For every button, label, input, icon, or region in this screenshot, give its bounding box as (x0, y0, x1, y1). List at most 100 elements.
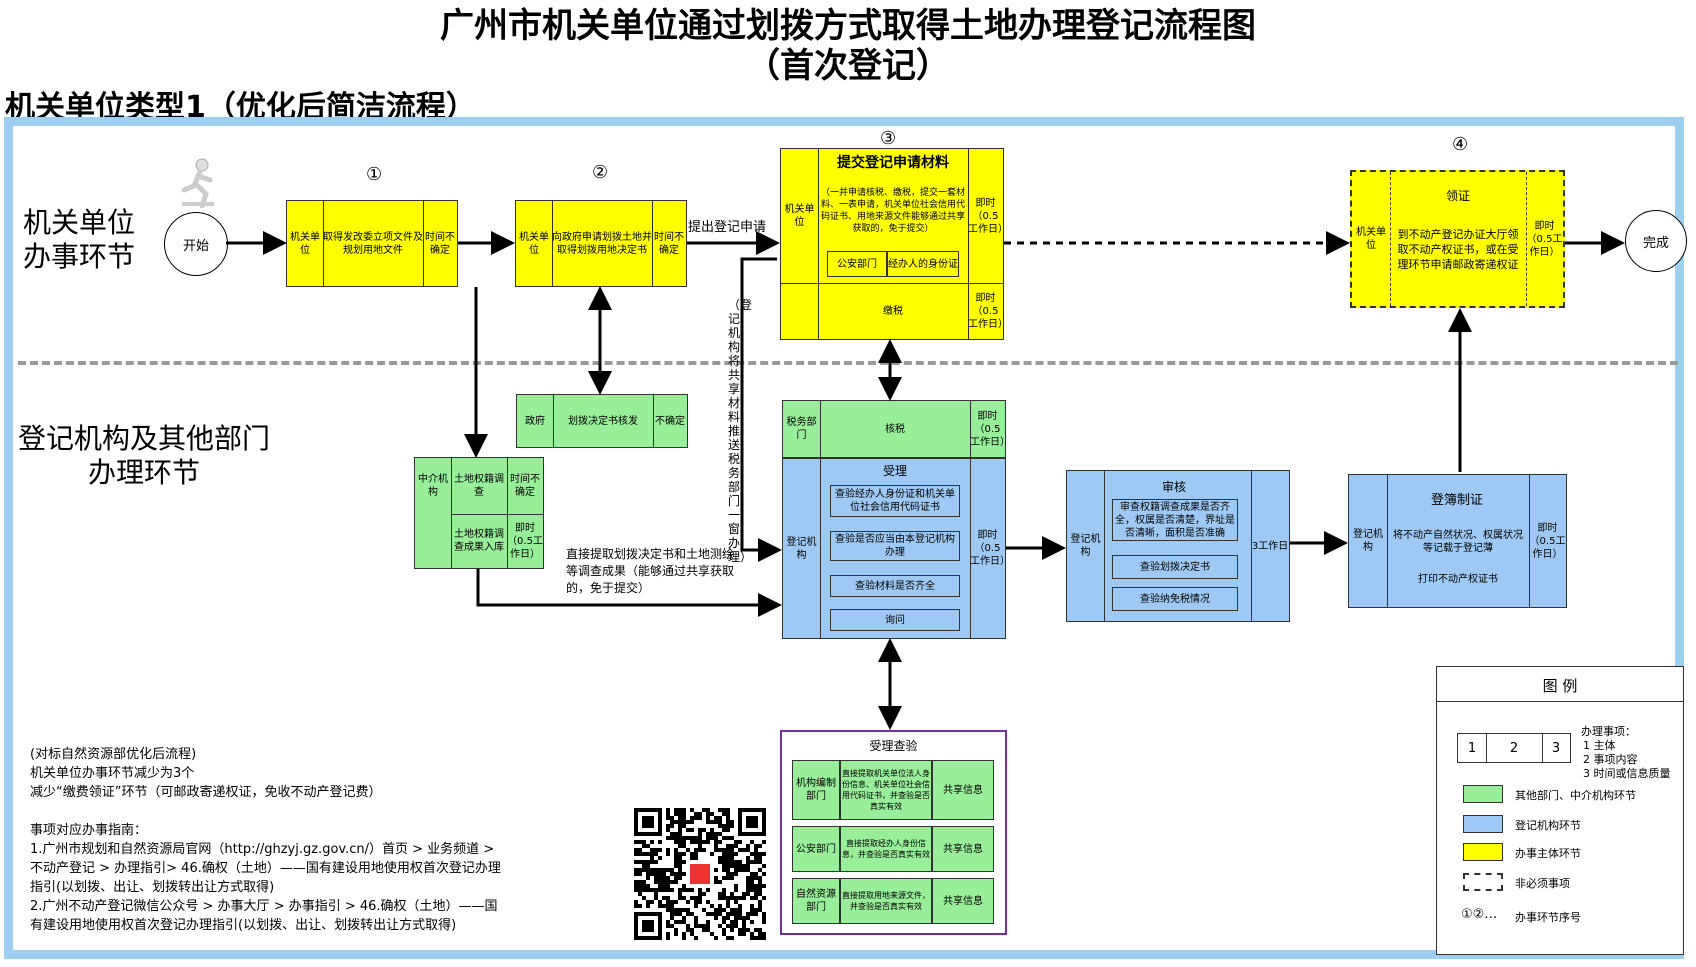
step-number-3: ③ (880, 128, 897, 149)
accept-item-4: 询问 (830, 609, 960, 631)
legend-blue-swatch (1463, 815, 1503, 833)
tax-actor: 税务部门 (786, 417, 817, 441)
legend-green-label: 其他部门、中介机构环节 (1515, 789, 1636, 802)
lane-label-top: 机关单位 办事环节 (22, 206, 135, 273)
register-title: 登簿制证 (1430, 492, 1483, 508)
verify-row-3-info: 共享信息 (932, 878, 994, 924)
accept-item-3: 查验材料是否齐全 (830, 575, 960, 597)
verify-box: 受理查验 机构编制部门 直接提取机关单位法人身份信息、机关单位社会信用代码证书，… (780, 730, 1007, 935)
step2-time: 时间不确定 (654, 231, 684, 256)
legend-sample-1: 1 (1467, 740, 1477, 756)
government-box: 政府 划拨决定书核发 不确定 (516, 394, 688, 448)
legend-sample-3: 3 (1551, 740, 1561, 756)
page-title: 广州市机关单位通过划拨方式取得土地办理登记流程图 (440, 6, 1256, 46)
step3-time2: 即时（0.5工作日） (968, 292, 1008, 330)
legend-dashed-swatch (1463, 873, 1503, 891)
step1-box: 机关单位 取得发改委立项文件及规划用地文件 时间不确定 (286, 200, 458, 287)
agent-survey-store: 土地权籍调查成果入库 (454, 529, 504, 553)
end-node: 完成 (1625, 210, 1687, 272)
note-line: 减少“缴费领证”环节（可邮政寄递权证，免收不动产登记费） (30, 785, 382, 800)
legend-title: 图 例 (1542, 677, 1578, 695)
agent-time2: 即时（0.5工作日） (507, 522, 543, 560)
step4-title: 领证 (1445, 188, 1470, 203)
direct-note: 直接提取划拨决定书和土地测绘等调查成果（能够通过共享获取的，免于提交） (566, 547, 735, 595)
review-item-1: 审查权籍调查成果是否齐全，权属是否清楚，界址是否清晰，面积是否准确 (1112, 499, 1238, 541)
verify-row-2-info: 共享信息 (932, 826, 994, 872)
legend-seq-label: 办事环节序号 (1515, 911, 1581, 924)
accept-box: 登记机构 受理 查验经办人身份证和机关单位社会信用代码证书 查验是否应当由本登记… (782, 458, 1010, 639)
legend-green-swatch (1463, 785, 1503, 803)
note-line: 机关单位办事环节减少为3个 (30, 766, 195, 781)
step2-actor: 机关单位 (519, 231, 549, 256)
note-line: 1.广州市规划和自然资源局官网（http://ghzyj.gz.gov.cn/）… (30, 842, 495, 857)
step4-content: 到不动产登记办证大厅领取不动产权证书，或在受理环节申请邮政寄递权证 (1397, 227, 1519, 271)
government-content: 划拨决定书核发 (568, 415, 638, 427)
verify-row-3-content: 直接提取用地来源文件，并查验是否真实有效 (840, 878, 932, 924)
step3-police: 公安部门 (827, 251, 887, 277)
register-box: 登记机构 登簿制证 将不动产自然状况、权属状况等记载于登记薄 打印不动产权证书 … (1348, 474, 1567, 608)
legend-optional-label: 非必须事项 (1515, 877, 1570, 890)
note-line: 事项对应办事指南： (30, 823, 148, 838)
verify-row-1-info: 共享信息 (932, 760, 994, 820)
step4-box: 机关单位 领证 到不动产登记办证大厅领取不动产权证书，或在受理环节申请邮政寄递权… (1350, 170, 1565, 308)
step-number-1: ① (366, 164, 383, 185)
step-number-4: ④ (1452, 134, 1469, 155)
accept-item-1: 查验经办人身份证和机关单位社会信用代码证书 (830, 485, 960, 517)
arrow-step3-accept (740, 257, 782, 562)
lane-label-bottom: 登记机构及其他部门 办理环节 (17, 422, 270, 489)
step3-idcard: 经办人的身份证 (887, 251, 959, 277)
note-line: 指引(以划拨、出让、划拨转出让方式取得) (30, 880, 275, 895)
review-box: 登记机构 审核 审查权籍调查成果是否齐全，权属是否清楚，界址是否清晰，面积是否准… (1066, 470, 1290, 622)
step1-content: 取得发改委立项文件及规划用地文件 (323, 231, 423, 256)
accept-title: 受理 (882, 463, 907, 478)
verify-row-2-content: 直接提取经办人身份信息，并查验是否真实有效 (840, 826, 932, 872)
note-line: 2.广州不动产登记微信公众号 > 办事大厅 > 办事指引 > 46.确权（土地）… (30, 899, 498, 914)
verify-row-2-dept: 公安部门 (792, 826, 840, 872)
step1-actor: 机关单位 (290, 231, 320, 256)
start-node: 开始 (164, 212, 228, 276)
review-item-3: 查验纳免税情况 (1112, 587, 1238, 611)
review-time: 3工作日 (1251, 540, 1289, 552)
apply-label: 提出登记申请 (688, 220, 767, 235)
register-item-2: 打印不动产权证书 (1418, 573, 1498, 585)
legend-sample-2: 2 (1509, 740, 1519, 756)
verify-row-3-dept: 自然资源部门 (792, 878, 840, 924)
tax-content: 核税 (885, 423, 905, 435)
register-time: 即时（0.5工作日） (1529, 522, 1566, 560)
agent-time1: 时间不确定 (510, 474, 540, 498)
legend-item-title: 办理事项： (1581, 725, 1636, 738)
qr-code-image (634, 808, 766, 940)
step3-title: 提交登记申请材料 (837, 154, 949, 171)
legend-item-2: 2 事项内容 (1583, 753, 1638, 766)
legend-item-3: 3 时间或信息质量 (1583, 767, 1671, 780)
arrow-agent-accept (476, 569, 782, 617)
verify-row-1-dept: 机构编制部门 (792, 760, 840, 820)
government-time: 不确定 (655, 415, 685, 427)
verify-title: 受理查验 (869, 738, 918, 753)
legend-yellow-swatch (1463, 843, 1503, 861)
step4-time: 即时（0.5工作日） (1526, 220, 1563, 258)
note-line: 不动产登记 > 办理指引> 46.确权（土地）——国有建设用地使用权首次登记办理 (30, 861, 501, 876)
agent-box: 中介机构 土地权籍调查 时间不确定 土地权籍调查成果入库 即时（0.5工作日） (414, 457, 544, 569)
step2-box: 机关单位 向政府申请划拨土地并取得划拨用地决定书 时间不确定 (515, 200, 687, 287)
tax-box: 税务部门 核税 即时（0.5工作日） (782, 400, 1010, 458)
agent-survey: 土地权籍调查 (454, 474, 504, 498)
flow-frame (4, 117, 1684, 959)
tax-time: 即时（0.5工作日） (970, 410, 1010, 448)
register-actor: 登记机构 (1353, 529, 1383, 553)
legend-item-1: 1 主体 (1583, 739, 1616, 752)
accept-time: 即时（0.5工作日） (970, 530, 1010, 567)
review-item-2: 查验划拨决定书 (1112, 555, 1238, 579)
note-line: (对标自然资源部优化后流程) (30, 747, 197, 762)
lane-divider (18, 361, 1678, 365)
step2-content: 向政府申请划拨土地并取得划拨用地决定书 (552, 231, 652, 256)
step3-desc: （一并申请核税、缴税，提交一套材料、一表申请，机关单位社会信用代码证书、用地来源… (821, 188, 966, 234)
step4-actor: 机关单位 (1356, 227, 1386, 251)
legend-yellow-label: 办事主体环节 (1515, 847, 1581, 860)
government-actor: 政府 (525, 415, 545, 427)
step3-actor: 机关单位 (784, 204, 815, 228)
agent-actor: 中介机构 (418, 474, 448, 498)
runner-icon (176, 158, 220, 212)
qr-code-svg (634, 808, 766, 940)
